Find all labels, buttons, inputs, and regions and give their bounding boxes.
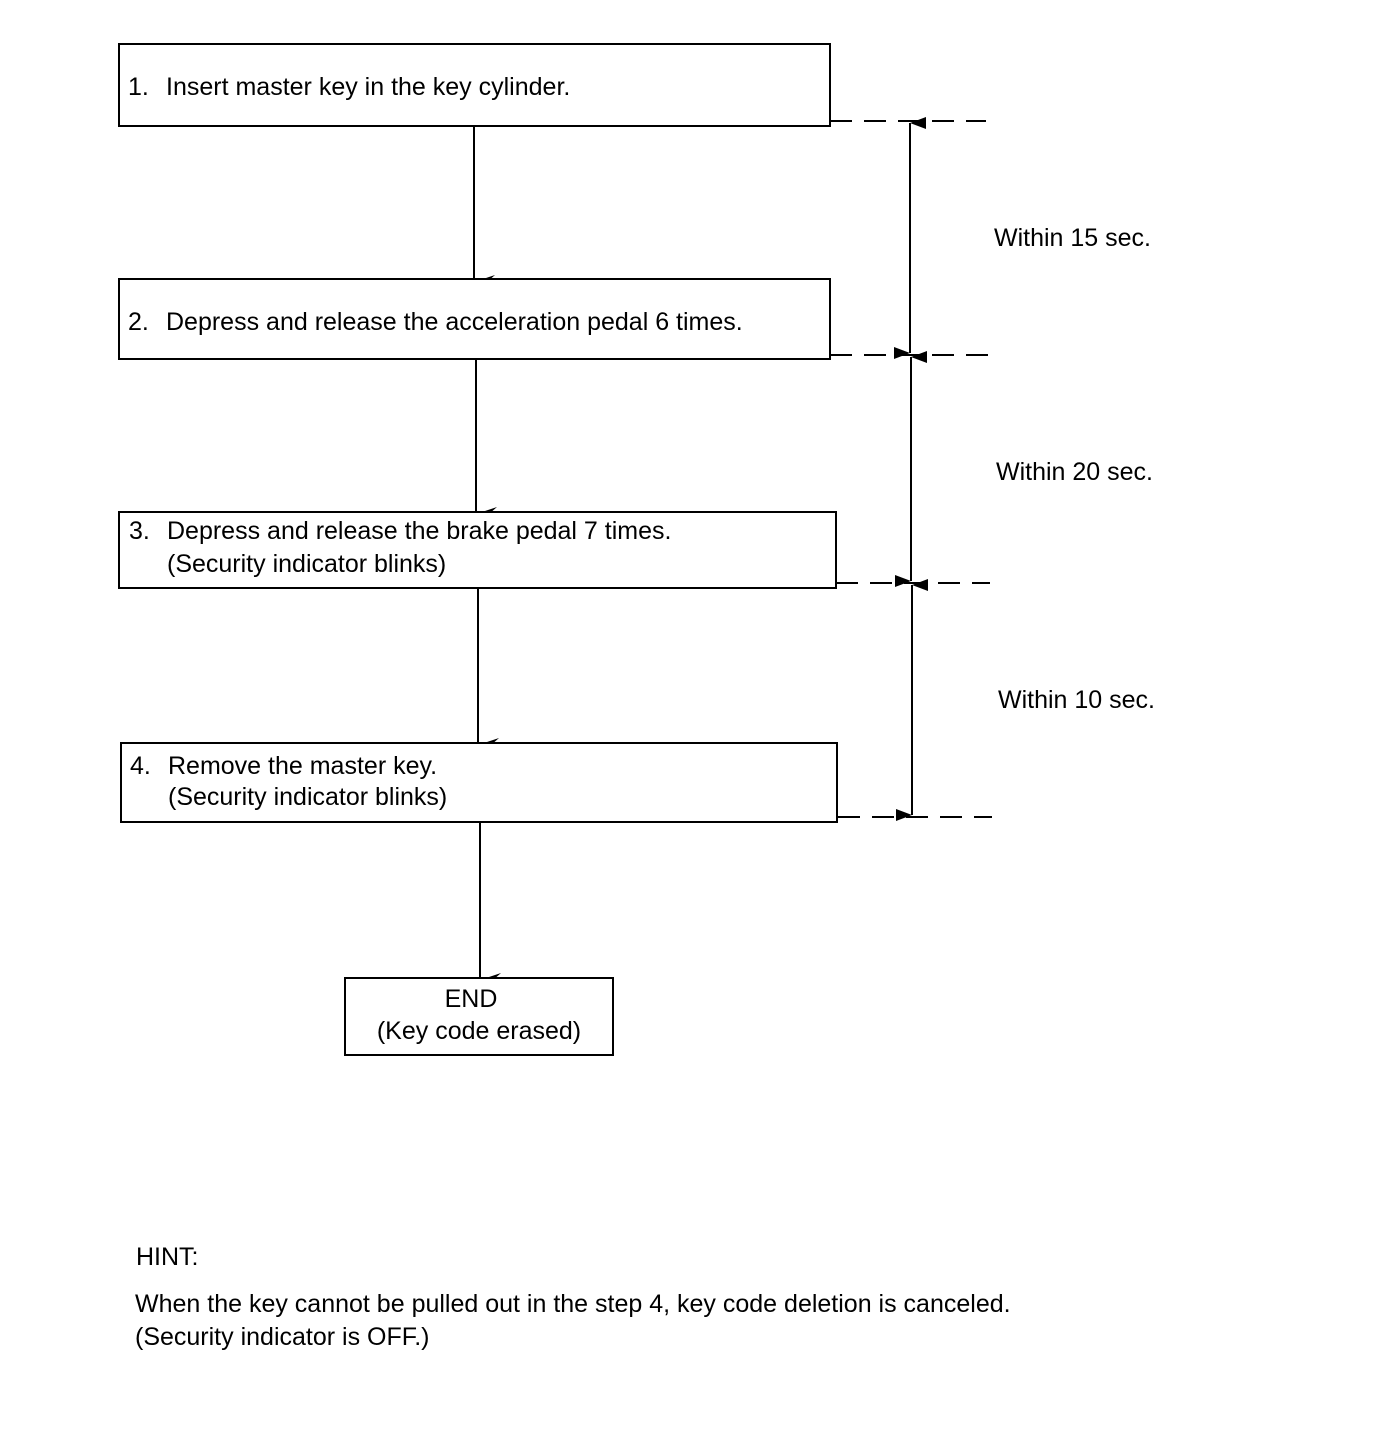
step-text: Depress and release the brake pedal 7 ti… — [167, 517, 672, 545]
step-box-1: 1. Insert master key in the key cylinder… — [118, 43, 831, 127]
end-title: END — [444, 985, 498, 1013]
step-text: Remove the master key. — [168, 752, 438, 780]
step-text: Insert master key in the key cylinder. — [166, 73, 571, 101]
hint-heading: HINT: — [136, 1243, 199, 1271]
step-number: 1. — [128, 73, 149, 101]
interval-label-15s: Within 15 sec. — [994, 224, 1152, 252]
hint-line-1: When the key cannot be pulled out in the… — [135, 1290, 1011, 1318]
step-number: 3. — [129, 517, 150, 545]
step-note: (Security indicator blinks) — [167, 550, 447, 578]
interval-label-10s: Within 10 sec. — [998, 686, 1156, 714]
step-text: Depress and release the acceleration ped… — [166, 308, 743, 336]
hint-line-2: (Security indicator is OFF.) — [135, 1323, 430, 1351]
step-box-2: 2. Depress and release the acceleration … — [118, 278, 831, 360]
end-box: END (Key code erased) — [344, 977, 614, 1056]
end-subtitle: (Key code erased) — [376, 1017, 582, 1045]
step-number: 2. — [128, 308, 149, 336]
step-box-3: 3. Depress and release the brake pedal 7… — [118, 511, 837, 589]
step-note: (Security indicator blinks) — [168, 783, 448, 811]
step-number: 4. — [130, 752, 151, 780]
interval-label-20s: Within 20 sec. — [996, 458, 1154, 486]
step-box-4: 4. Remove the master key. (Security indi… — [120, 742, 838, 823]
